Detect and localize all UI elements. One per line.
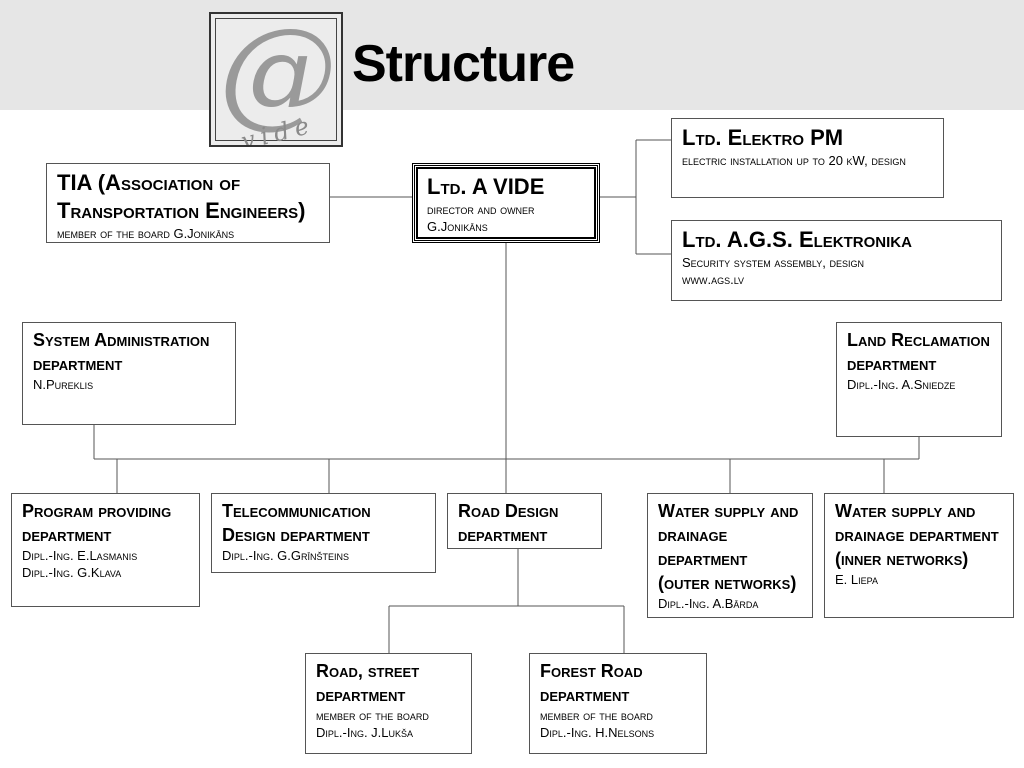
avide-name: Ltd. A VIDE xyxy=(427,174,545,199)
road-design-name: Road Design department xyxy=(458,501,559,545)
forest-road-line-2: Dipl.-Ing. H.Nelsons xyxy=(540,725,655,740)
forest-road-line-1: member of the board xyxy=(540,708,653,723)
avide-box: Ltd. A VIDE director and owner G.Jonikān… xyxy=(412,163,600,243)
land-name: Land Reclamation department xyxy=(847,330,990,374)
elektro-box: Ltd. Elektro PM electric installation up… xyxy=(671,118,944,198)
elektro-line-1: electric installation up to 20 kW, desig… xyxy=(682,153,906,168)
forest-road-box: Forest Road department member of the boa… xyxy=(529,653,707,754)
ags-line-2: www.ags.lv xyxy=(682,272,745,287)
ags-box: Ltd. A.G.S. Elektronika Security system … xyxy=(671,220,1002,301)
water-inner-name: Water supply and drainage department (in… xyxy=(835,501,999,569)
telecom-box: Telecommunication Design department Dipl… xyxy=(211,493,436,573)
elektro-name: Ltd. Elektro PM xyxy=(682,125,844,150)
ags-name: Ltd. A.G.S. Elektronika xyxy=(682,227,912,252)
ags-line-1: Security system assembly, design xyxy=(682,255,864,270)
telecom-line-1: Dipl.-Ing. G.Grīnšteins xyxy=(222,548,350,563)
water-outer-box: Water supply and drainage department (ou… xyxy=(647,493,813,618)
program-box: Program providing department Dipl.-Ing. … xyxy=(11,493,200,607)
road-design-box: Road Design department xyxy=(447,493,602,549)
title-banner xyxy=(0,0,1024,110)
sysadmin-box: System Administration department N.Purek… xyxy=(22,322,236,425)
tia-box: TIA (Association of Transportation Engin… xyxy=(46,163,330,243)
water-inner-line-1: E. Liepa xyxy=(835,572,878,587)
logo-at-symbol: @ xyxy=(219,14,337,140)
sysadmin-name: System Administration department xyxy=(33,330,210,374)
telecom-name: Telecommunication Design department xyxy=(222,501,371,545)
avide-line-2: G.Jonikāns xyxy=(427,219,488,234)
road-street-name: Road, street department xyxy=(316,661,420,705)
sysadmin-line-1: N.Pureklis xyxy=(33,377,94,392)
forest-road-name: Forest Road department xyxy=(540,661,643,705)
program-line-2: Dipl.-Ing. G.Klava xyxy=(22,565,122,580)
land-box: Land Reclamation department Dipl.-Ing. A… xyxy=(836,322,1002,437)
road-street-line-2: Dipl.-Ing. J.Lukša xyxy=(316,725,414,740)
tia-line-1: member of the board G.Jonikāns xyxy=(57,226,235,241)
program-name: Program providing department xyxy=(22,501,172,545)
road-street-line-1: member of the board xyxy=(316,708,429,723)
water-outer-name: Water supply and drainage department (ou… xyxy=(658,501,799,593)
land-line-1: Dipl.-Ing. A.Sniedze xyxy=(847,377,956,392)
tia-name: TIA (Association of Transportation Engin… xyxy=(57,170,306,223)
program-line-1: Dipl.-Ing. E.Lasmanis xyxy=(22,548,138,563)
page-title: Structure xyxy=(352,35,575,93)
water-outer-line-1: Dipl.-Ing. A.Bārda xyxy=(658,596,759,611)
company-logo: @ vide xyxy=(209,12,343,147)
road-street-box: Road, street department member of the bo… xyxy=(305,653,472,754)
water-inner-box: Water supply and drainage department (in… xyxy=(824,493,1014,618)
avide-line-1: director and owner xyxy=(427,202,535,217)
